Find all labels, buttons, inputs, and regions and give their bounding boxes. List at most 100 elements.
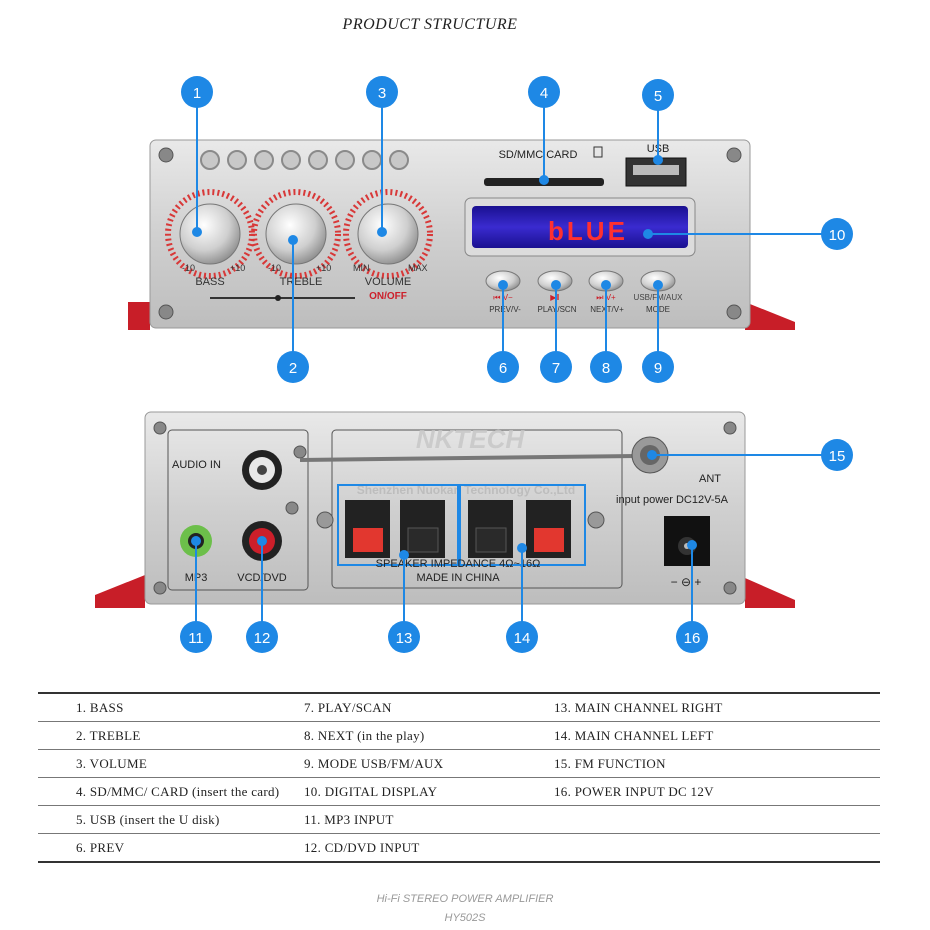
table-cell: 2. TREBLE — [76, 727, 141, 743]
svg-text:7: 7 — [552, 360, 560, 377]
callout-6: 6 — [487, 351, 519, 383]
product-structure-figure: -10 +10 BASS -10 +10 TREBLE MIN MAX VOLU… — [95, 76, 853, 653]
table-row: 5. USB (insert the U disk) 11. MP3 INPUT — [38, 806, 880, 834]
svg-text:16: 16 — [684, 630, 701, 647]
display-readout: bLUE — [548, 216, 628, 246]
svg-text:11: 11 — [188, 630, 204, 647]
callout-lines — [195, 107, 822, 622]
callout-16: 16 — [676, 621, 708, 653]
polarity-label: − ⊖ + — [671, 575, 702, 589]
svg-text:15: 15 — [829, 448, 846, 465]
power-input-label: input power DC12V-5A — [616, 494, 729, 506]
callout-14: 14 — [506, 621, 538, 653]
callout-4: 4 — [528, 76, 560, 108]
callout-11: 11 — [180, 621, 212, 653]
callout-10: 10 — [821, 218, 853, 250]
volume-knob[interactable] — [343, 189, 433, 279]
speaker-terminal-left[interactable] — [468, 500, 571, 558]
svg-text:3: 3 — [378, 85, 386, 102]
svg-text:14: 14 — [514, 630, 531, 647]
dc-power-jack[interactable] — [664, 516, 710, 566]
bass-max: +10 — [230, 263, 245, 273]
table-cell: 1. BASS — [76, 699, 124, 715]
callout-3: 3 — [366, 76, 398, 108]
bass-knob[interactable] — [165, 189, 255, 279]
rear-left-foot — [95, 575, 145, 608]
callout-2: 2 — [277, 351, 309, 383]
rear-panel: AUDIO IN VCD/DVD MP3 NKTECH Shenzhen Nuo… — [95, 411, 795, 608]
svg-text:12: 12 — [254, 630, 271, 647]
watermark-company: Shenzhen Nuokan Technology Co.,Ltd — [357, 483, 575, 497]
front-left-foot — [128, 302, 150, 330]
rca-white-jack[interactable] — [242, 450, 282, 490]
ant-label: ANT — [699, 473, 721, 485]
callout-1: 1 — [181, 76, 213, 108]
speaker-impedance-label: SPEAKER IMPEDANCE 4Ω~16Ω — [376, 558, 541, 570]
bass-label: BASS — [195, 276, 224, 288]
callout-13: 13 — [388, 621, 420, 653]
power-switch-label: ON/OFF — [369, 291, 407, 302]
audio-in-label: AUDIO IN — [172, 459, 221, 471]
prev-label: PREV/V- — [489, 305, 521, 314]
table-cell: 10. DIGITAL DISPLAY — [304, 783, 438, 799]
front-right-foot — [745, 302, 795, 330]
volume-min: MIN — [353, 263, 370, 273]
made-in-label: MADE IN CHINA — [416, 572, 500, 584]
watermark-brand: NKTECH — [416, 424, 526, 454]
table-cell: 8. NEXT (in the play) — [304, 727, 425, 743]
volume-max: MAX — [408, 263, 428, 273]
digital-display — [472, 206, 688, 248]
callout-8: 8 — [590, 351, 622, 383]
volume-label: VOLUME — [365, 276, 411, 288]
table-cell: 6. PREV — [76, 839, 125, 855]
speaker-box — [331, 429, 623, 589]
table-row: 3. VOLUME 9. MODE USB/FM/AUX 15. FM FUNC… — [38, 750, 880, 778]
svg-text:10: 10 — [829, 227, 846, 244]
table-cell: 13. MAIN CHANNEL RIGHT — [554, 699, 723, 715]
next-label: NEXT/V+ — [590, 305, 624, 314]
treble-min: -10 — [268, 263, 281, 273]
table-row: 4. SD/MMC/ CARD (insert the card) 10. DI… — [38, 778, 880, 806]
table-cell: 14. MAIN CHANNEL LEFT — [554, 727, 714, 743]
callout-12: 12 — [246, 621, 278, 653]
table-cell: 3. VOLUME — [76, 755, 148, 771]
callout-15: 15 — [821, 439, 853, 471]
antenna-rod — [299, 454, 641, 462]
treble-max: +10 — [316, 263, 331, 273]
bass-min: -10 — [182, 263, 195, 273]
card-label: SD/MMC CARD — [499, 149, 578, 161]
svg-text:4: 4 — [540, 85, 548, 102]
table-cell: 16. POWER INPUT DC 12V — [554, 783, 714, 799]
table-cell: 11. MP3 INPUT — [304, 811, 394, 827]
callout-9: 9 — [642, 351, 674, 383]
svg-text:1: 1 — [193, 85, 201, 102]
callout-5: 5 — [642, 79, 674, 111]
audio-in-box — [167, 429, 309, 591]
spec-table: 1. BASS 7. PLAY/SCAN 13. MAIN CHANNEL RI… — [38, 692, 880, 863]
svg-text:6: 6 — [499, 360, 507, 377]
footer-product-type: Hi-Fi STEREO POWER AMPLIFIER — [376, 893, 554, 905]
treble-knob[interactable] — [251, 189, 341, 279]
front-panel: -10 +10 BASS -10 +10 TREBLE MIN MAX VOLU… — [128, 139, 795, 330]
page-title: PRODUCT STRUCTURE — [342, 16, 518, 33]
treble-label: TREBLE — [280, 276, 323, 288]
table-cell: 12. CD/DVD INPUT — [304, 839, 420, 855]
play-label: PLAY/SCN — [538, 305, 577, 314]
table-row: 2. TREBLE 8. NEXT (in the play) 14. MAIN… — [38, 722, 880, 750]
table-cell: 15. FM FUNCTION — [554, 755, 666, 771]
svg-text:13: 13 — [396, 630, 413, 647]
callout-7: 7 — [540, 351, 572, 383]
led-row — [200, 150, 409, 170]
svg-text:5: 5 — [654, 88, 662, 105]
svg-text:8: 8 — [602, 360, 610, 377]
footer-model: HY502S — [444, 912, 486, 924]
svg-text:9: 9 — [654, 360, 662, 377]
table-cell: 7. PLAY/SCAN — [304, 699, 392, 715]
table-row: 1. BASS 7. PLAY/SCAN 13. MAIN CHANNEL RI… — [38, 692, 880, 722]
table-cell: 5. USB (insert the U disk) — [76, 811, 220, 827]
speaker-terminal-right[interactable] — [345, 500, 445, 558]
table-row: 6. PREV 12. CD/DVD INPUT — [38, 834, 880, 863]
rear-right-foot — [745, 578, 795, 608]
svg-text:2: 2 — [289, 360, 297, 377]
table-cell: 4. SD/MMC/ CARD (insert the card) — [76, 783, 280, 799]
